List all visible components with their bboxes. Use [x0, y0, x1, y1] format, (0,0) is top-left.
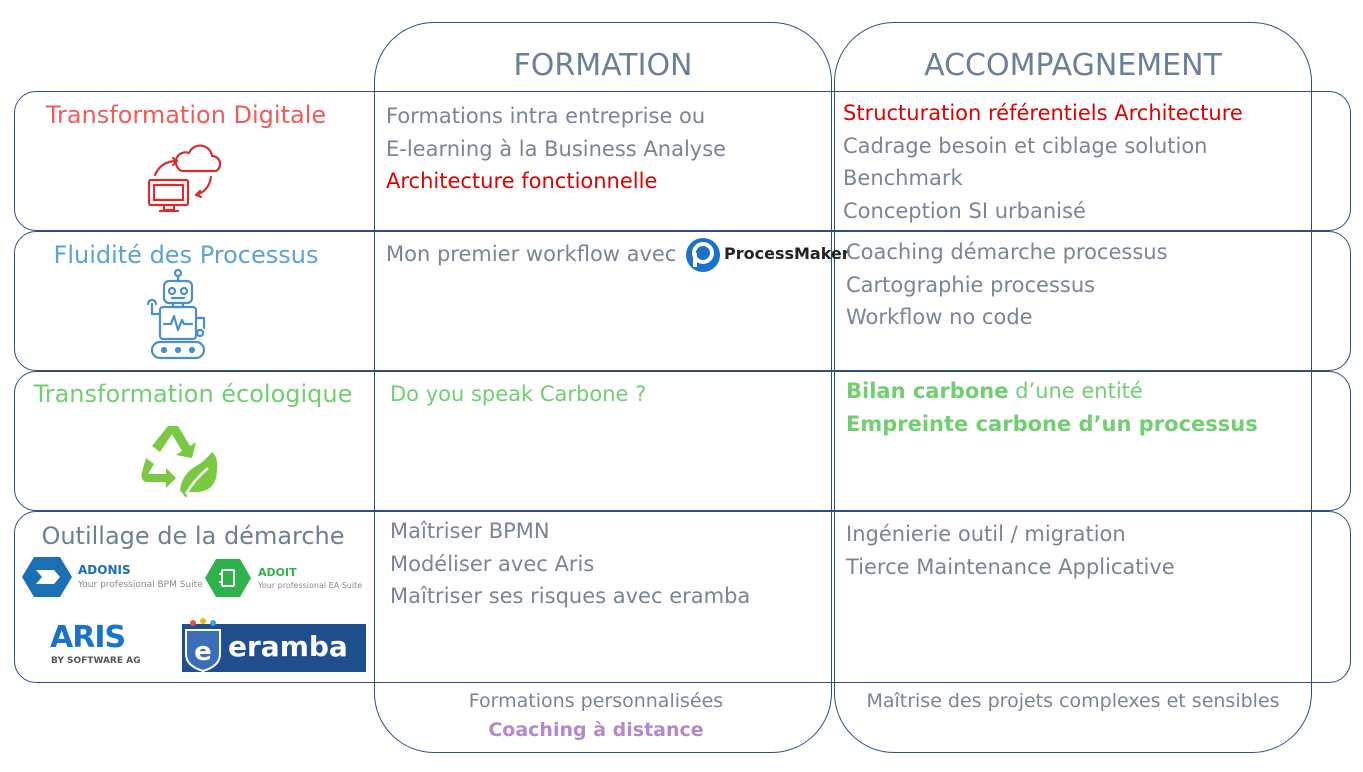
aris-logo-tagline: BY SOFTWARE AG: [51, 656, 141, 666]
formation-item: Mon premier workflow avec: [386, 242, 677, 266]
formation-item: Maîtriser BPMN: [390, 519, 550, 543]
processmaker-logo-text: ProcessMaker: [724, 244, 850, 263]
formation-cell-digitale: Formations intra entreprise ou E-learnin…: [386, 100, 726, 198]
eramba-logo-name: eramba: [228, 630, 348, 663]
adoit-logo-tagline: Your professional EA Suite: [258, 581, 363, 590]
accompagnement-cell-processus: Coaching démarche processus Cartographie…: [846, 236, 1168, 334]
adonis-logo-name: ADONIS: [78, 563, 131, 577]
row-outillage-demarche: [14, 511, 1351, 683]
row-transformation-ecologique: [14, 371, 1351, 511]
formation-footer-1: Formations personnalisées: [468, 690, 724, 712]
accompagnement-item: Ingénierie outil / migration: [846, 522, 1126, 546]
formation-item: Maîtriser ses risques avec eramba: [390, 584, 751, 608]
accompagnement-item: Workflow no code: [846, 305, 1033, 329]
accompagnement-item: Benchmark: [843, 166, 963, 190]
formation-header: FORMATION: [513, 48, 693, 83]
adoit-logo-name: ADOIT: [258, 566, 297, 579]
formation-item: Modéliser avec Aris: [390, 551, 595, 576]
accompagnement-column: [834, 22, 1312, 753]
formation-cell-processus: Mon premier workflow avec: [386, 238, 676, 271]
accompagnement-item: d’une entité: [1008, 379, 1143, 403]
adoit-logo-icon: [205, 559, 251, 597]
adonis-logo-icon: [22, 557, 72, 597]
processmaker-logo-icon: [686, 238, 720, 272]
accompagnement-item: Coaching démarche processus: [846, 240, 1168, 264]
accompagnement-item: Cartographie processus: [846, 272, 1096, 297]
accompagnement-item-highlight: Structuration référentiels Architecture: [843, 101, 1243, 125]
accompagnement-item-bold: Empreinte carbone d’un processus: [846, 411, 1258, 436]
formation-column: [374, 22, 832, 753]
accompagnement-cell-ecologique: Bilan carbone d’une entité Empreinte car…: [846, 375, 1258, 440]
adonis-logo-tagline: Your professional BPM Suite: [78, 580, 203, 590]
row-title-transformation-digitale: Transformation Digitale: [45, 101, 327, 129]
robot-icon: [146, 268, 206, 360]
accompagnement-item: Cadrage besoin et ciblage solution: [843, 133, 1208, 158]
row-transformation-digitale: [14, 91, 1351, 231]
formation-cell-outillage: Maîtriser BPMN Modéliser avec Aris Maîtr…: [390, 515, 750, 613]
recycle-leaf-icon: [141, 426, 218, 498]
accompagnement-cell-digitale: Structuration référentiels Architecture …: [843, 97, 1243, 227]
formation-item: E-learning à la Business Analyse: [386, 136, 727, 161]
accompagnement-header: ACCOMPAGNEMENT: [924, 48, 1222, 83]
formation-item: Formations intra entreprise ou: [386, 104, 706, 128]
formation-cell-ecologique: Do you speak Carbone ?: [390, 378, 646, 411]
accompagnement-footer: Maîtrise des projets complexes et sensib…: [866, 690, 1280, 712]
row-fluidite-processus: [14, 231, 1351, 371]
accompagnement-item: Conception SI urbanisé: [843, 198, 1086, 223]
eramba-shield-icon: e: [185, 618, 221, 673]
aris-logo-name: ARIS: [50, 620, 126, 655]
row-title-fluidite-processus: Fluidité des Processus: [53, 241, 319, 269]
formation-item: Do you speak Carbone ?: [390, 382, 647, 406]
row-title-transformation-ecologique: Transformation écologique: [33, 380, 353, 408]
cloud-computer-icon: [147, 144, 222, 213]
accompagnement-item: Tierce Maintenance Applicative: [846, 554, 1175, 579]
svg-text:e: e: [194, 637, 212, 667]
formation-item-highlight: Architecture fonctionnelle: [386, 169, 658, 193]
accompagnement-item-bold: Bilan carbone: [846, 379, 1009, 403]
row-title-outillage-demarche: Outillage de la démarche: [41, 522, 345, 550]
accompagnement-cell-outillage: Ingénierie outil / migration Tierce Main…: [846, 518, 1175, 583]
formation-footer-2: Coaching à distance: [488, 719, 704, 741]
